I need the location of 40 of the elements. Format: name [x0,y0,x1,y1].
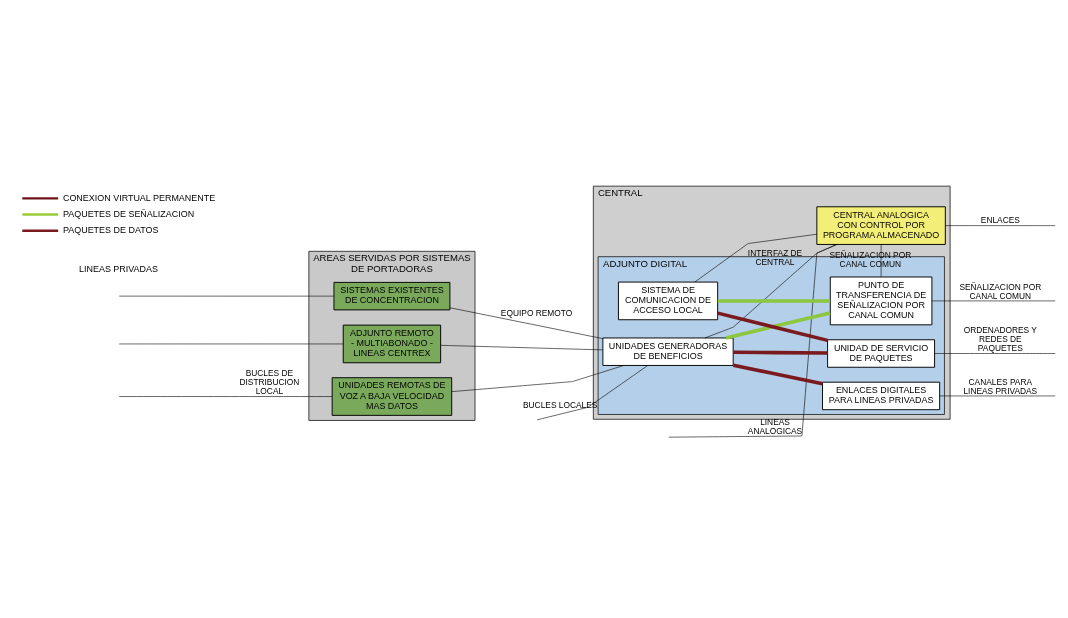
legend-label: PAQUETES DE DATOS [62,224,159,235]
node-box: SISTEMAS EXISTENTES DE CONCENTRACION [333,281,451,310]
node-box: ENLACES DIGITALES PARA LINEAS PRIVADAS [822,381,941,410]
connector [939,395,1056,396]
node-box: SISTEMA DE COMUNICACION DE ACCESO LOCAL [617,281,719,320]
edge-label: ORDENADORES Y REDES DE PAQUETES [963,324,1037,353]
label: LINEAS PRIVADAS [79,263,158,274]
connector [668,243,838,437]
legend-label: PAQUETES DE SEÑALIZACION [62,208,195,219]
connector [733,349,828,355]
connector [449,306,604,339]
node-box: UNIDADES GENERADORAS DE BENEFICIOS [602,337,734,366]
edge-label: CANALES PARA LINEAS PRIVADAS [963,376,1038,396]
edge-label: INTERFAZ DE CENTRAL [747,247,803,267]
connector [118,395,333,397]
node-box: UNIDADES REMOTAS DE VOZ A BAJA VELOCIDAD MAS DATOS [331,376,453,416]
connector [733,362,823,386]
edge-label: ENLACES [980,214,1020,225]
connector [725,310,831,340]
connector [451,364,624,392]
legend-label: CONEXION VIRTUAL PERMANENTE [62,192,216,203]
connector [934,352,1056,354]
edge-label: BUCLES DE DISTRIBUCION LOCAL [239,367,300,396]
connector [704,243,838,338]
connector [880,243,882,277]
connector [717,298,831,303]
connector [931,300,1056,301]
connector [118,295,335,296]
connector [440,344,604,350]
connector [717,310,828,342]
node-box: CENTRAL ANALOGICA CON CONTROL POR PROGRAMA ALMACENADO [816,205,946,245]
node-box: ADJUNTO REMOTO - MULTIABONADO - LINEAS CENTREX [342,324,442,363]
edge-label: SEÑALIZACION POR CANAL COMUN [959,281,1042,301]
connector [945,224,1056,226]
node-box: UNIDAD DE SERVICIO DE PAQUETES [827,338,936,368]
connector [694,233,818,282]
connector [118,343,344,344]
node-box: PUNTO DE TRANSFERENCIA DE SEÑALIZACION POR CANAL COMUN [829,276,933,325]
connector [536,364,648,420]
edge-label: EQUIPO REMOTO [500,307,573,318]
